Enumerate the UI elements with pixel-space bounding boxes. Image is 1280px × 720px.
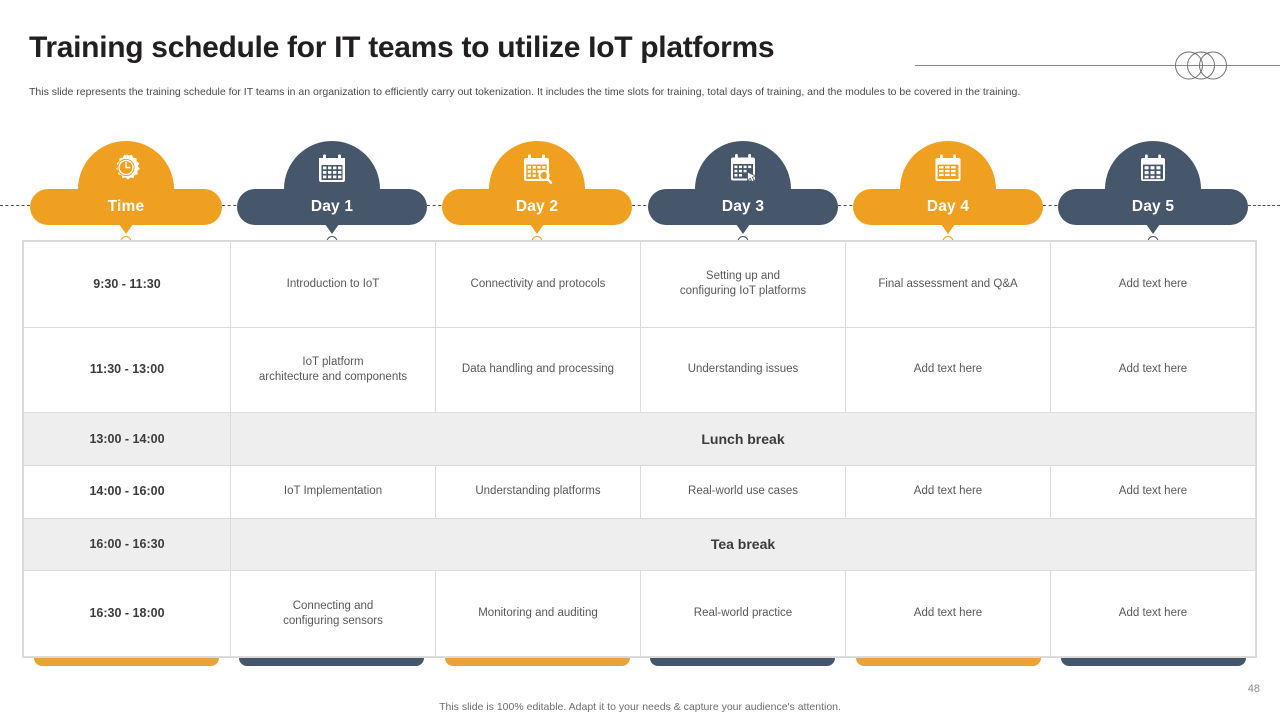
column-pointer-day-5 [1146, 224, 1160, 234]
session-cell: Real-world use cases [640, 464, 846, 519]
timeline-dash-right [1248, 205, 1280, 206]
session-cell: Introduction to IoT [230, 241, 436, 328]
session-cell: Add text here [845, 326, 1051, 414]
session-cell: Add text here [845, 464, 1051, 519]
column-header-day-5-label: Day 5 [1058, 189, 1248, 225]
session-cell: Monitoring and auditing [435, 570, 641, 657]
page-subtitle: This slide represents the training sched… [29, 86, 1021, 98]
column-header-day-2-label: Day 2 [442, 189, 632, 225]
column-pointer-day-4 [941, 224, 955, 234]
timeline-dash-5 [1043, 205, 1063, 206]
column-header-day-4-label: Day 4 [853, 189, 1043, 225]
column-pointer-time [119, 224, 133, 234]
time-slot-cell: 13:00 - 14:00 [23, 412, 231, 466]
session-cell: Understanding platforms [435, 464, 641, 519]
column-header-day-3-label: Day 3 [648, 189, 838, 225]
session-cell: Data handling and processing [435, 326, 641, 414]
calendar-lines-icon [900, 141, 996, 189]
column-pointer-day-3 [736, 224, 750, 234]
time-slot-cell: 11:30 - 13:00 [23, 326, 231, 414]
timeline-dash-2 [427, 205, 447, 206]
timeline-dash-4 [838, 205, 858, 206]
column-header-day-1-label: Day 1 [237, 189, 427, 225]
calendar-search-icon [489, 141, 585, 189]
session-cell: Add text here [1050, 326, 1256, 414]
editable-slide-note: This slide is 100% editable. Adapt it to… [439, 701, 841, 713]
session-cell: Understanding issues [640, 326, 846, 414]
timeline-dash-3 [632, 205, 652, 206]
time-slot-cell: 14:00 - 16:00 [23, 464, 231, 519]
time-slot-cell: 16:30 - 18:00 [23, 570, 231, 657]
title-divider [915, 65, 1280, 66]
time-slot-cell: 16:00 - 16:30 [23, 517, 231, 572]
column-header-time-label: Time [30, 189, 222, 225]
session-cell: IoT Implementation [230, 464, 436, 519]
session-cell: Add text here [845, 570, 1051, 657]
break-label-cell: Lunch break [230, 412, 1256, 466]
timeline-dash-1 [222, 205, 242, 206]
gear-clock-icon [78, 141, 174, 189]
timeline-dash-left [0, 205, 30, 206]
break-label-cell: Tea break [230, 517, 1256, 572]
calendar-icon [284, 141, 380, 189]
calendar-grid-icon [1105, 141, 1201, 189]
page-title: Training schedule for IT teams to utiliz… [29, 31, 775, 64]
three-overlapping-circles-icon [1172, 50, 1234, 81]
column-pointer-day-1 [325, 224, 339, 234]
column-pointer-day-2 [530, 224, 544, 234]
time-slot-cell: 9:30 - 11:30 [23, 241, 231, 328]
session-cell: Final assessment and Q&A [845, 241, 1051, 328]
calendar-cursor-icon [695, 141, 791, 189]
page-number: 48 [1247, 683, 1260, 695]
session-cell: Real-world practice [640, 570, 846, 657]
session-cell: Connectivity and protocols [435, 241, 641, 328]
session-cell: Add text here [1050, 241, 1256, 328]
session-cell: Add text here [1050, 464, 1256, 519]
session-cell: Add text here [1050, 570, 1256, 657]
